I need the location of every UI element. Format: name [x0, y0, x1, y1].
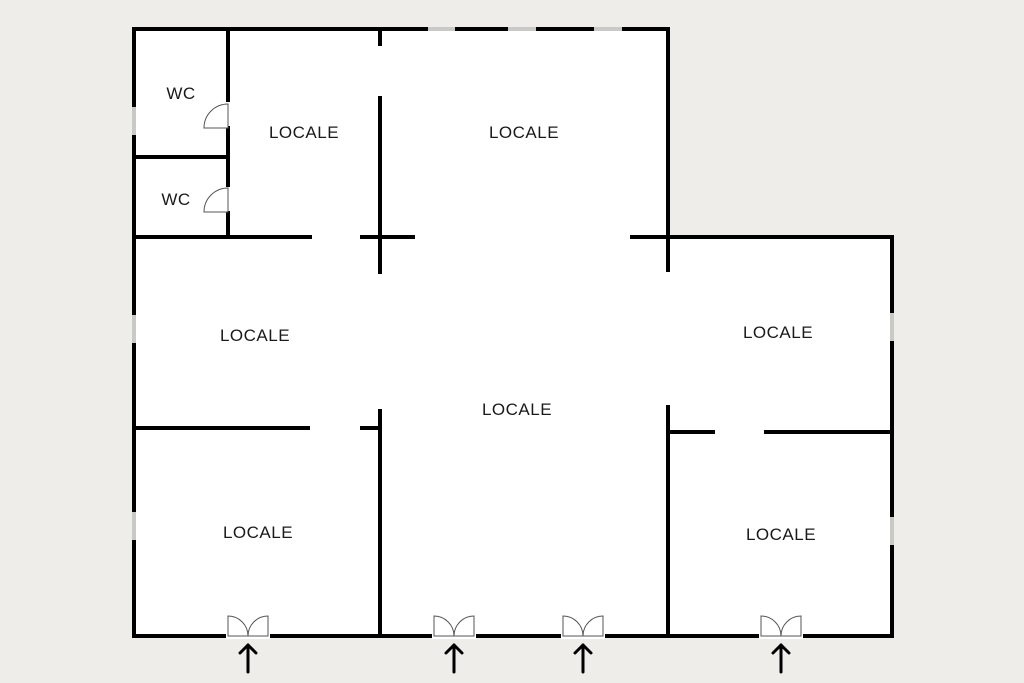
entrance-door-2-icon: [432, 615, 476, 639]
entrance-arrow-icon: [573, 643, 593, 674]
entrance-door-3-icon: [561, 615, 605, 639]
wc-lower-door-icon: [203, 187, 229, 213]
room-label-locale-top-mid: LOCALE: [269, 123, 339, 142]
interior-walls: [132, 27, 894, 638]
room-label-wc-lower: WC: [161, 190, 190, 209]
room-label-locale-bottom-left: LOCALE: [223, 523, 293, 542]
room-label-locale-top-right: LOCALE: [489, 123, 559, 142]
building-floor: [134, 29, 892, 636]
room-label-locale-right-mid: LOCALE: [743, 323, 813, 342]
entrance-arrow-icon: [444, 643, 464, 674]
wc-upper-door-icon: [203, 103, 229, 129]
room-label-locale-left-mid: LOCALE: [220, 326, 290, 345]
entrance-door-4-icon: [759, 615, 803, 639]
room-label-locale-bottom-right: LOCALE: [746, 525, 816, 544]
windows: [132, 27, 894, 545]
entrance-door-1-icon: [226, 615, 270, 639]
room-label-wc-upper: WC: [166, 84, 195, 103]
outer-walls: [132, 27, 894, 638]
room-label-locale-center: LOCALE: [482, 400, 552, 419]
entrance-arrow-icon: [771, 643, 791, 674]
entrance-arrow-icon: [238, 643, 258, 674]
